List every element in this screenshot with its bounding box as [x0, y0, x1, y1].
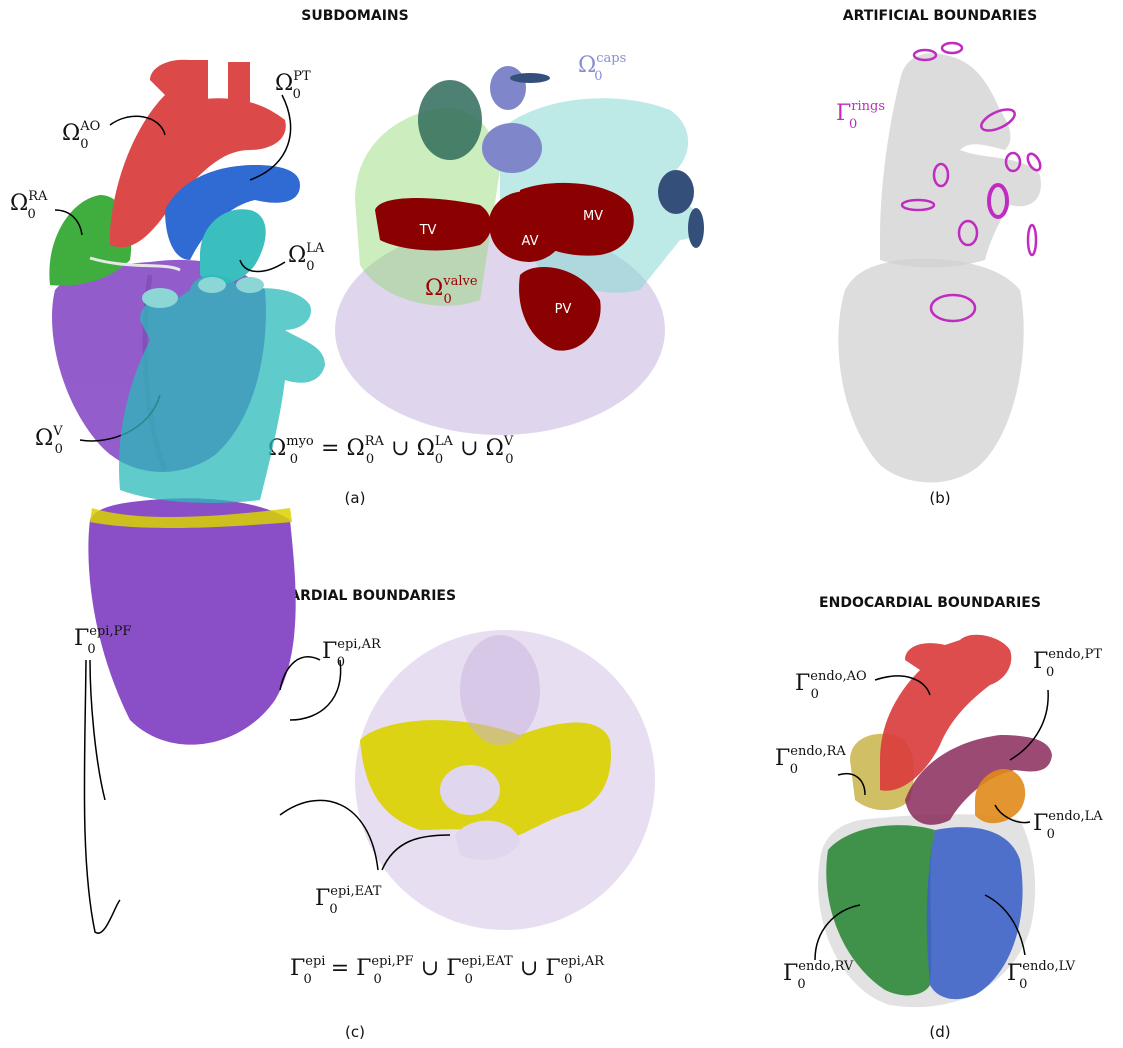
panel-c-eat-view — [355, 630, 655, 930]
title-subdomains: SUBDOMAINS — [301, 8, 408, 24]
caption-b: (b) — [929, 489, 950, 507]
cap-1 — [418, 80, 482, 160]
title-artificial-boundaries: ARTIFICIAL BOUNDARIES — [843, 8, 1037, 24]
valve-label-tv: TV — [419, 223, 437, 238]
gray-heart-shell — [838, 259, 1023, 483]
eat-opening-1 — [440, 765, 500, 815]
aortic-root-transparent — [460, 635, 540, 745]
atrial-roof-vessels — [119, 275, 325, 503]
caption-d: (d) — [929, 1023, 950, 1041]
title-endocardial-boundaries: ENDOCARDIAL BOUNDARIES — [819, 595, 1041, 611]
caption-a: (a) — [345, 489, 366, 507]
aortic-branch-2 — [228, 62, 250, 102]
panel-b-heart-rings — [838, 53, 1041, 482]
aortic-branch-1 — [188, 60, 208, 100]
cap-3 — [482, 123, 542, 173]
pericardial-ventricles — [88, 498, 295, 744]
leader-epi-ar-2 — [290, 660, 341, 720]
ring-10 — [1028, 225, 1036, 255]
valve-label-mv: MV — [583, 209, 603, 224]
vessel-cap-2 — [198, 277, 226, 293]
valve-label-pv: PV — [555, 302, 572, 317]
gray-great-vessels — [880, 53, 1041, 267]
cap-4 — [510, 73, 550, 83]
cap-5 — [658, 170, 694, 214]
leader-epi-pf-1 — [84, 660, 120, 933]
panel-a-valve-view — [335, 66, 704, 435]
vessel-cap-3 — [236, 277, 264, 293]
ring-2 — [942, 43, 962, 53]
cap-6 — [688, 208, 704, 248]
valve-label-av: AV — [522, 234, 539, 249]
caption-c: (c) — [345, 1023, 365, 1041]
cap-2 — [490, 66, 526, 110]
vessel-cap-1 — [142, 288, 178, 308]
leader-epi-pf-2 — [90, 660, 105, 800]
